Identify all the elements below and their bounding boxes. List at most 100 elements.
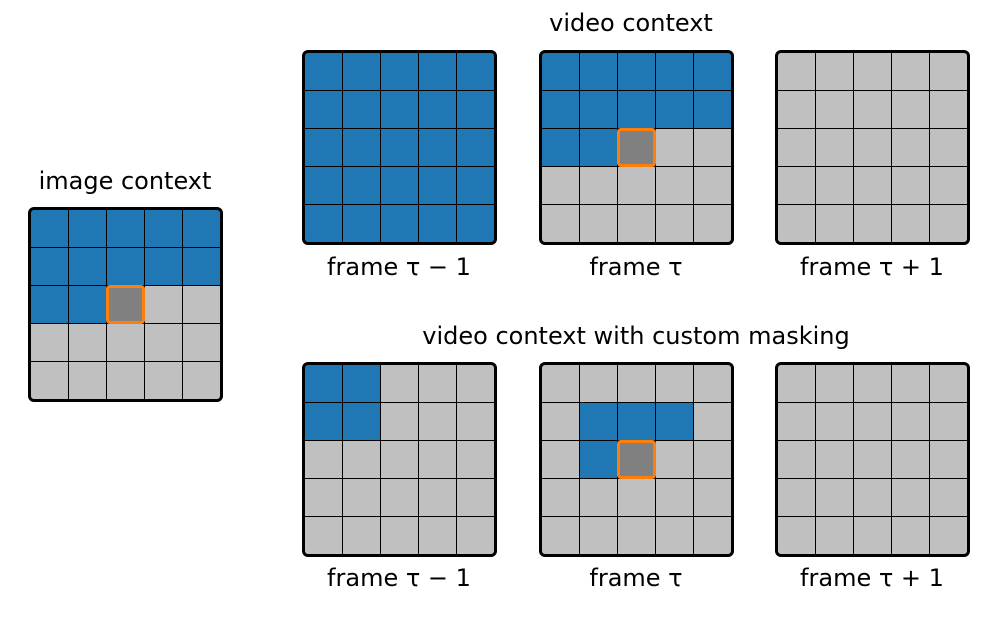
masked-patch — [930, 479, 967, 516]
masked-patch — [694, 129, 731, 166]
masked-patch — [930, 441, 967, 478]
context-patch — [580, 53, 617, 90]
masked-patch — [854, 517, 891, 554]
context-patch — [457, 91, 494, 128]
context-patch — [343, 205, 380, 242]
masked-patch — [930, 129, 967, 166]
masked-patch — [892, 365, 929, 402]
image-context-grid — [28, 207, 223, 402]
masked-patch — [31, 324, 68, 361]
context-patch — [305, 365, 342, 402]
masked-patch — [930, 365, 967, 402]
masked-patch — [778, 91, 815, 128]
masked-patch — [892, 129, 929, 166]
context-patch — [580, 129, 617, 166]
context-patch — [419, 167, 456, 204]
masked-patch — [419, 479, 456, 516]
context-patch — [381, 205, 418, 242]
masked-patch — [618, 479, 655, 516]
masked-patch — [145, 324, 182, 361]
masked-patch — [542, 365, 579, 402]
masked-patch — [694, 403, 731, 440]
masked-patch — [816, 167, 853, 204]
context-patch — [618, 91, 655, 128]
masked-patch — [107, 362, 144, 399]
masked-patch — [343, 441, 380, 478]
video-frame-prev-grid — [302, 50, 497, 245]
masked-patch — [892, 441, 929, 478]
masked-patch — [694, 441, 731, 478]
masked-patch — [419, 441, 456, 478]
masked-patch — [618, 365, 655, 402]
custom-masking-title: video context with custom masking — [422, 322, 850, 350]
masked-patch — [854, 403, 891, 440]
masked-patch — [31, 362, 68, 399]
masked-patch — [542, 167, 579, 204]
video-context-title: video context — [549, 9, 713, 37]
context-patch — [542, 129, 579, 166]
context-patch — [305, 205, 342, 242]
masked-patch — [656, 365, 693, 402]
image-context-title: image context — [38, 167, 212, 195]
masked-patch — [892, 403, 929, 440]
current-patch — [617, 440, 656, 479]
masked-patch — [930, 53, 967, 90]
context-patch — [457, 129, 494, 166]
masked-patch — [457, 517, 494, 554]
masked-patch — [69, 362, 106, 399]
masked-patch — [145, 362, 182, 399]
context-patch — [305, 53, 342, 90]
masked-patch — [580, 517, 617, 554]
masked-patch — [694, 167, 731, 204]
masked-patch — [778, 205, 815, 242]
masked-patch — [457, 441, 494, 478]
masked-patch — [816, 129, 853, 166]
video-frame-current-grid — [539, 50, 734, 245]
context-patch — [419, 91, 456, 128]
masked-patch — [656, 479, 693, 516]
masked-patch — [816, 403, 853, 440]
masked-patch — [580, 365, 617, 402]
masked-patch — [305, 479, 342, 516]
masked-patch — [343, 517, 380, 554]
context-patch — [381, 91, 418, 128]
masked-patch — [892, 479, 929, 516]
masked-patch — [816, 91, 853, 128]
video-frame-prev-label: frame τ − 1 — [327, 253, 471, 281]
masked-patch — [778, 517, 815, 554]
masked-patch — [778, 53, 815, 90]
context-patch — [69, 210, 106, 247]
context-patch — [183, 248, 220, 285]
masked-patch — [778, 365, 815, 402]
context-patch — [381, 53, 418, 90]
masked-patch — [694, 365, 731, 402]
context-patch — [305, 167, 342, 204]
context-patch — [31, 210, 68, 247]
context-patch — [107, 248, 144, 285]
masked-patch — [816, 441, 853, 478]
context-patch — [305, 91, 342, 128]
masked-patch — [656, 167, 693, 204]
masked-patch — [694, 205, 731, 242]
masked-patch — [580, 479, 617, 516]
context-patch — [618, 53, 655, 90]
context-patch — [107, 210, 144, 247]
context-patch — [305, 129, 342, 166]
video-frame-next-grid — [775, 50, 970, 245]
custom-frame-current-label: frame τ — [589, 564, 683, 592]
context-patch — [31, 248, 68, 285]
context-patch — [343, 91, 380, 128]
masked-patch — [892, 53, 929, 90]
masked-patch — [69, 324, 106, 361]
custom-frame-current-grid — [539, 362, 734, 557]
masked-patch — [656, 441, 693, 478]
masked-patch — [854, 205, 891, 242]
masked-patch — [816, 205, 853, 242]
masked-patch — [854, 91, 891, 128]
masked-patch — [542, 441, 579, 478]
context-patch — [542, 91, 579, 128]
masked-patch — [419, 403, 456, 440]
masked-patch — [457, 479, 494, 516]
masked-patch — [580, 167, 617, 204]
context-patch — [542, 53, 579, 90]
